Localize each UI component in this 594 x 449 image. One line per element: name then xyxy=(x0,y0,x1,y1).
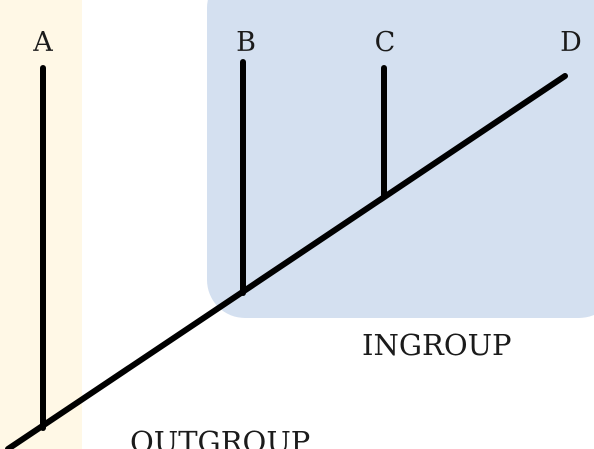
ingroup-highlight xyxy=(207,0,594,318)
taxon-label-b: B xyxy=(236,27,256,58)
taxon-label-a: A xyxy=(33,27,53,58)
outgroup-label: OUTGROUP xyxy=(130,425,311,449)
taxon-label-c: C xyxy=(374,27,396,58)
taxon-label-d: D xyxy=(560,27,582,58)
ingroup-label: INGROUP xyxy=(362,328,512,362)
main-branch xyxy=(5,73,568,449)
